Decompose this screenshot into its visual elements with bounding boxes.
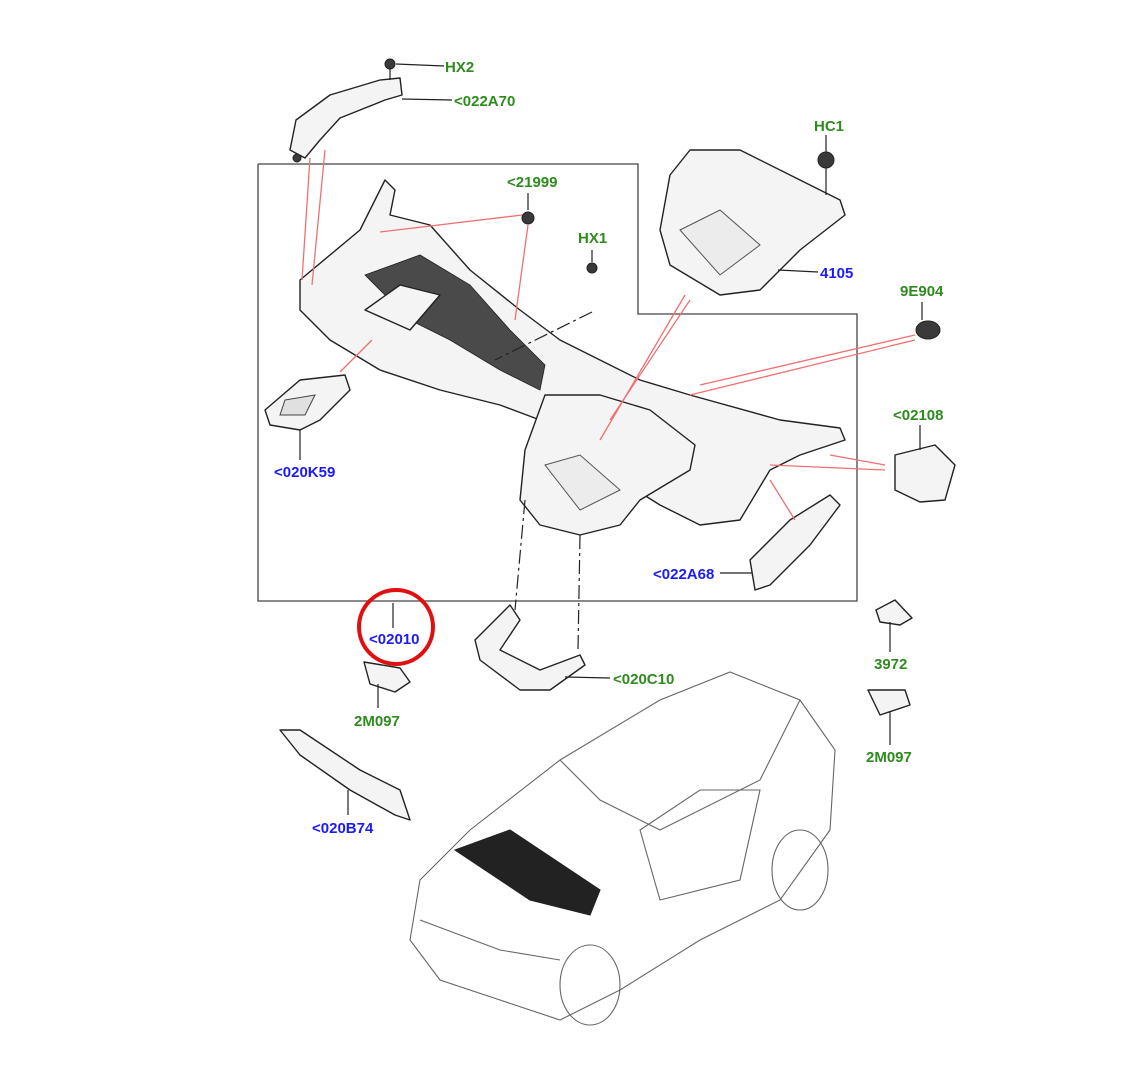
part-hx2[interactable] <box>384 58 396 80</box>
part-21999[interactable] <box>521 193 535 225</box>
part-cowl-panel[interactable] <box>299 179 846 526</box>
part-020c10[interactable] <box>474 604 586 691</box>
part-020k59[interactable] <box>264 374 351 431</box>
label-02010[interactable]: <02010 <box>369 631 419 648</box>
label-21999[interactable]: <21999 <box>507 174 557 191</box>
vehicle-illustration <box>409 671 836 1026</box>
part-02108[interactable] <box>894 444 956 503</box>
part-lower-cover[interactable] <box>519 394 696 536</box>
part-hx1[interactable] <box>586 250 598 274</box>
part-020b74[interactable] <box>279 729 411 821</box>
label-02108[interactable]: <02108 <box>893 407 943 424</box>
label-hc1[interactable]: HC1 <box>814 118 844 135</box>
part-3972[interactable] <box>875 599 913 652</box>
label-2m097-left[interactable]: 2M097 <box>354 713 400 730</box>
label-9e904[interactable]: 9E904 <box>900 283 944 300</box>
part-2m097-left[interactable] <box>363 661 411 708</box>
highlight-circle <box>357 588 435 666</box>
label-020b74[interactable]: <020B74 <box>312 820 374 837</box>
leader-lines <box>301 149 916 651</box>
label-3972[interactable]: 3972 <box>874 656 907 673</box>
label-020c10[interactable]: <020C10 <box>613 671 674 688</box>
part-022a70[interactable] <box>289 77 403 163</box>
label-hx1[interactable]: HX1 <box>578 230 607 247</box>
part-9e904[interactable] <box>915 302 941 340</box>
part-2m097-right[interactable] <box>867 689 911 745</box>
label-2m097-right[interactable]: 2M097 <box>866 749 912 766</box>
label-020k59[interactable]: <020K59 <box>274 464 335 481</box>
label-4105[interactable]: 4105 <box>820 265 853 282</box>
part-hc1[interactable] <box>817 135 835 195</box>
label-022a70[interactable]: <022A70 <box>454 93 515 110</box>
label-022a68[interactable]: <022A68 <box>653 566 714 583</box>
part-4105[interactable] <box>659 149 846 296</box>
part-022a68[interactable] <box>749 494 841 591</box>
assembly-frame <box>257 163 858 602</box>
label-hx2[interactable]: HX2 <box>445 59 474 76</box>
